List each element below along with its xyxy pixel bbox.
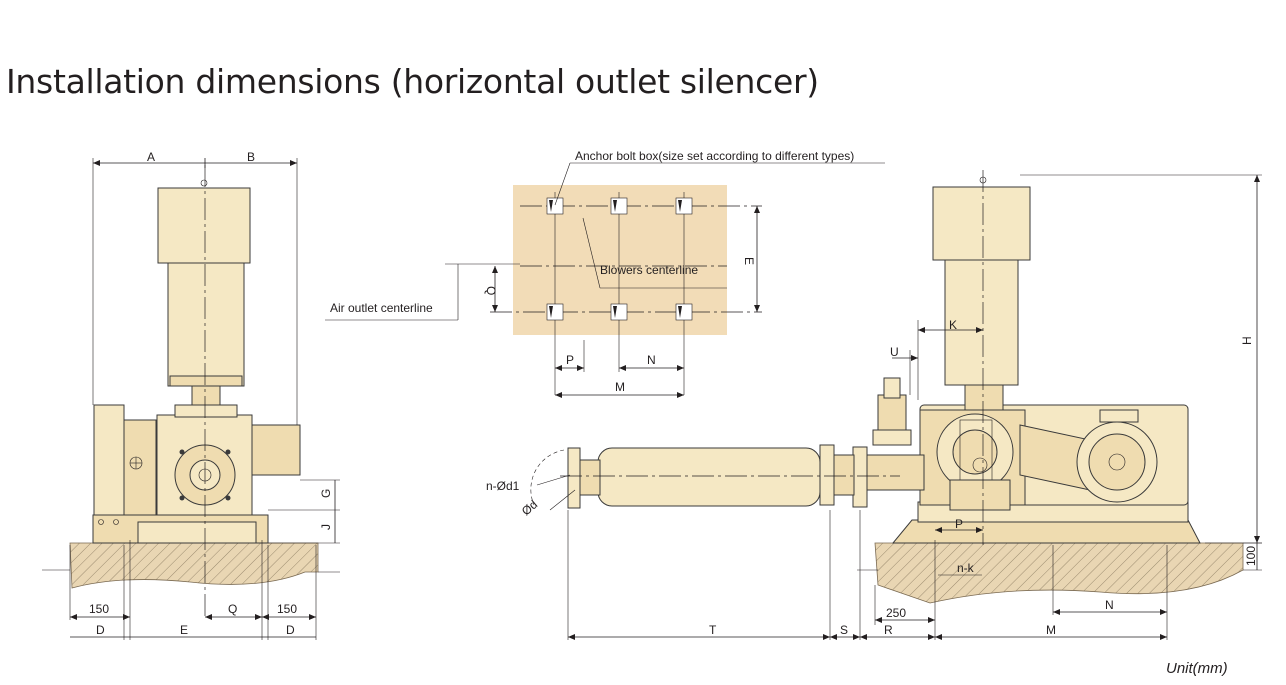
dim-U-label: U xyxy=(890,345,899,359)
dim-D-right-label: D xyxy=(286,623,295,637)
dim-K-label: K xyxy=(949,318,957,332)
side-dim-M-label: M xyxy=(1046,623,1056,637)
side-foundation xyxy=(874,542,1244,604)
dim-150-right-label: 150 xyxy=(277,602,297,616)
plan-dim-N-label: N xyxy=(647,353,656,367)
dim-Q-label: Q xyxy=(228,602,237,616)
plan-dim-P-label: P xyxy=(566,353,574,367)
dim-n-d1-label: n-Ød1 xyxy=(486,479,520,493)
plan-view xyxy=(325,162,885,398)
dim-n-k-label: n-k xyxy=(957,561,975,575)
front-view xyxy=(42,158,340,640)
dim-R-label: R xyxy=(884,623,893,637)
dim-T-label: T xyxy=(709,623,717,637)
page-title: Installation dimensions (horizontal outl… xyxy=(6,62,819,101)
plan-dim-Q-label: Q xyxy=(484,286,498,295)
dim-A-label: A xyxy=(147,150,155,164)
side-view xyxy=(530,170,1262,640)
unit-label: Unit(mm) xyxy=(1166,660,1228,677)
plan-dim-M-label: M xyxy=(615,380,625,394)
dim-150-left-label: 150 xyxy=(89,602,109,616)
dim-250-label: 250 xyxy=(886,606,906,620)
blowers-centerline-note: Blowers centerline xyxy=(600,263,698,277)
dim-D-left-label: D xyxy=(96,623,105,637)
side-dim-N-label: N xyxy=(1105,598,1114,612)
plan-view-labels: Anchor bolt box(size set according to di… xyxy=(330,149,854,394)
dim-J-label: J xyxy=(319,524,333,530)
dim-B-label: B xyxy=(247,150,255,164)
dim-G-label: G xyxy=(319,489,333,498)
anchor-bolt-box-note: Anchor bolt box(size set according to di… xyxy=(575,149,854,163)
dim-H-label: H xyxy=(1240,336,1254,345)
plan-dim-E-label: E xyxy=(742,257,756,265)
dim-S-label: S xyxy=(840,623,848,637)
dim-E-label: E xyxy=(180,623,188,637)
air-outlet-centerline-note: Air outlet centerline xyxy=(330,301,433,315)
front-view-labels: A B G J 150 Q 150 D E D xyxy=(89,150,333,637)
front-foundation xyxy=(69,542,319,589)
dim-100-label: 100 xyxy=(1244,546,1258,566)
side-dim-P-label: P xyxy=(955,517,963,531)
side-view-labels: K U H 100 n-Ød1 Ød P n-k 250 N T S R M xyxy=(486,318,1258,637)
dim-d-label: Ød xyxy=(519,497,540,518)
